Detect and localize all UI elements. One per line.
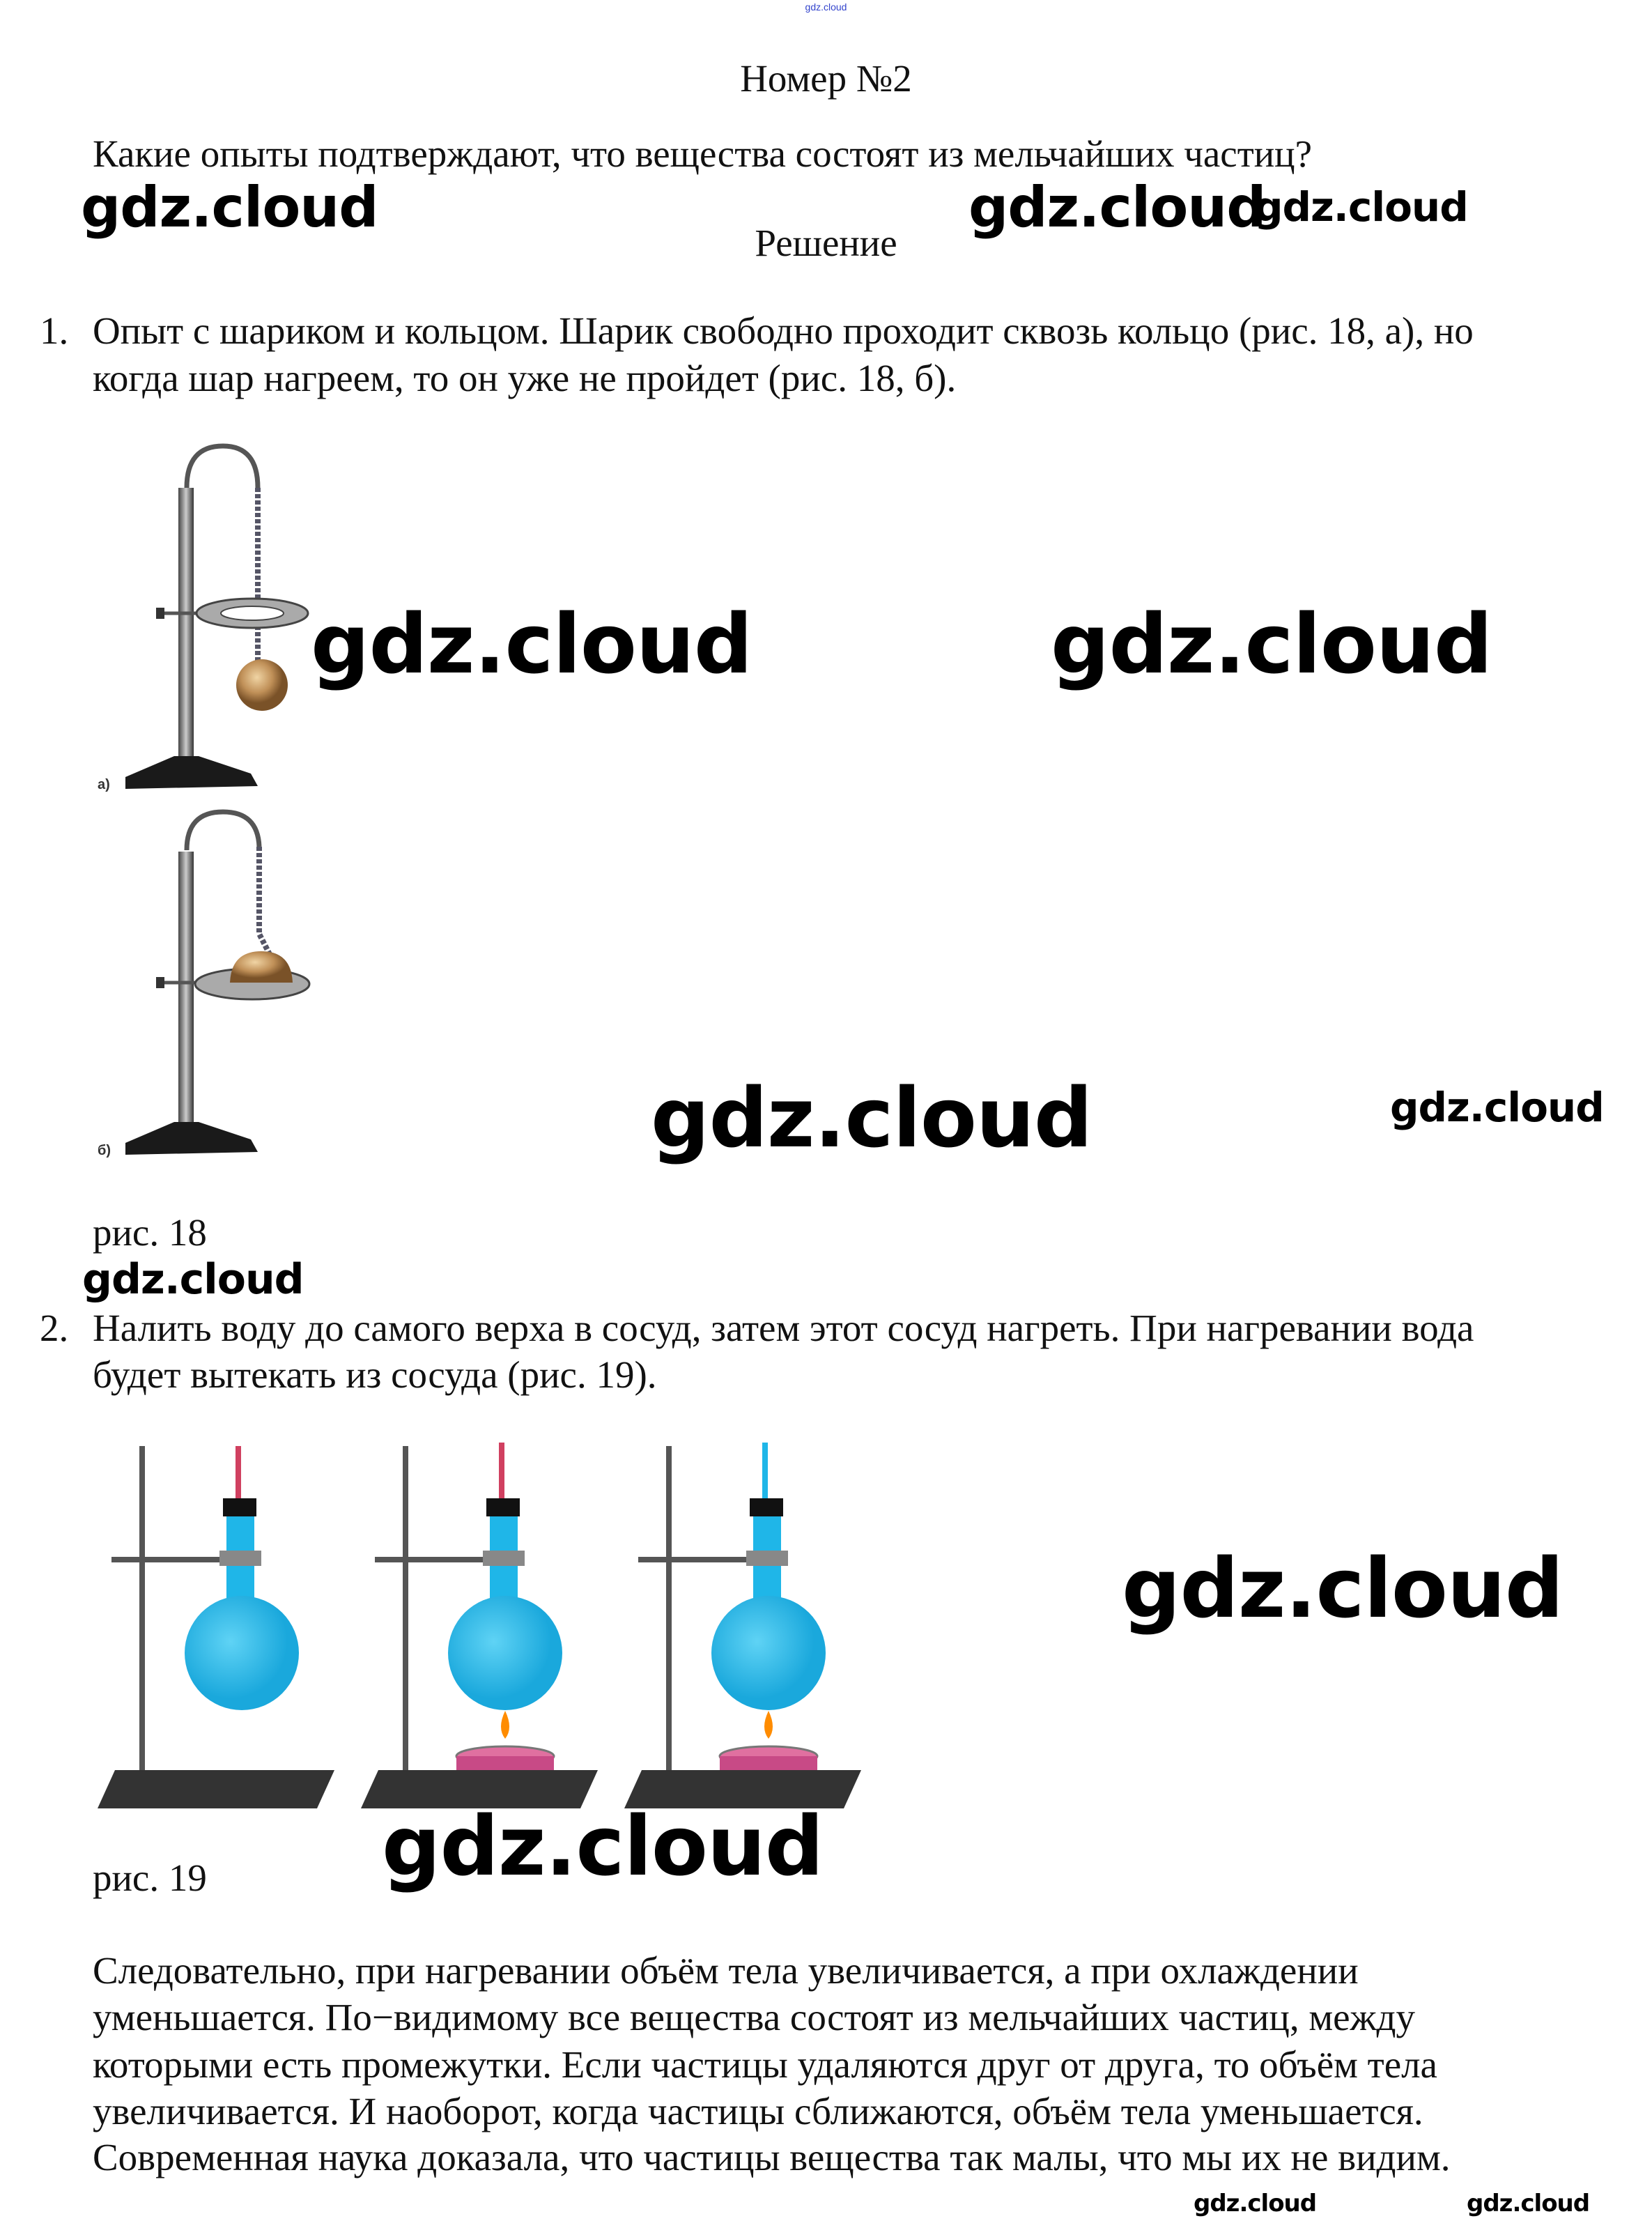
page-title: Номер №2 xyxy=(740,57,912,100)
flask-setup-heated xyxy=(361,1443,598,1808)
watermark: gdz.cloud xyxy=(1051,596,1492,692)
watermark: gdz.cloud xyxy=(82,1255,304,1304)
figure-label-b: б) xyxy=(98,1143,111,1158)
question-text: Какие опыты подтверждают, что вещества с… xyxy=(93,132,1313,175)
flask-setup-overflowing xyxy=(624,1443,861,1808)
flask-setup-cold xyxy=(98,1446,334,1808)
conclusion-line: Следовательно, при нагревании объём тела… xyxy=(93,1949,1359,1992)
ball-ring-apparatus-cold xyxy=(125,443,309,789)
item-number: 1. xyxy=(40,309,69,352)
watermark: gdz.cloud xyxy=(81,175,379,240)
solution-heading: Решение xyxy=(755,222,897,264)
figure-caption: рис. 19 xyxy=(93,1857,207,1899)
figure-caption: рис. 18 xyxy=(93,1211,207,1254)
item-text-line: Опыт с шариком и кольцом. Шарик свободно… xyxy=(93,309,1474,352)
watermark: gdz.cloud xyxy=(968,175,1267,240)
conclusion-line: увеличивается. И наоборот, когда частицы… xyxy=(93,2090,1423,2132)
watermark: gdz.cloud xyxy=(311,596,752,692)
figure-label-a: а) xyxy=(98,777,110,792)
conclusion-line: которыми есть промежутки. Если частицы у… xyxy=(93,2043,1437,2086)
watermark: gdz.cloud xyxy=(1194,2190,1317,2217)
item-text-line: Налить воду до самого верха в сосуд, зат… xyxy=(93,1307,1474,1349)
header-watermark: gdz.cloud xyxy=(805,1,847,13)
item-text-line: будет вытекать из сосуда (рис. 19). xyxy=(93,1353,657,1396)
watermark: gdz.cloud xyxy=(1390,1084,1605,1131)
watermark: gdz.cloud xyxy=(1467,2190,1590,2217)
conclusion-line: уменьшается. По−видимому все вещества со… xyxy=(93,1996,1416,2038)
watermark: gdz.cloud xyxy=(1122,1540,1564,1636)
item-number: 2. xyxy=(40,1307,69,1349)
conclusion-line: Современная наука доказала, что частицы … xyxy=(93,2136,1451,2178)
watermark: gdz.cloud xyxy=(651,1070,1093,1166)
watermark: gdz.cloud xyxy=(382,1798,824,1894)
item-text-line: когда шар нагреем, то он уже не пройдет … xyxy=(93,357,957,399)
ball-ring-apparatus-heated xyxy=(125,809,311,1155)
watermark: gdz.cloud xyxy=(1254,183,1469,231)
